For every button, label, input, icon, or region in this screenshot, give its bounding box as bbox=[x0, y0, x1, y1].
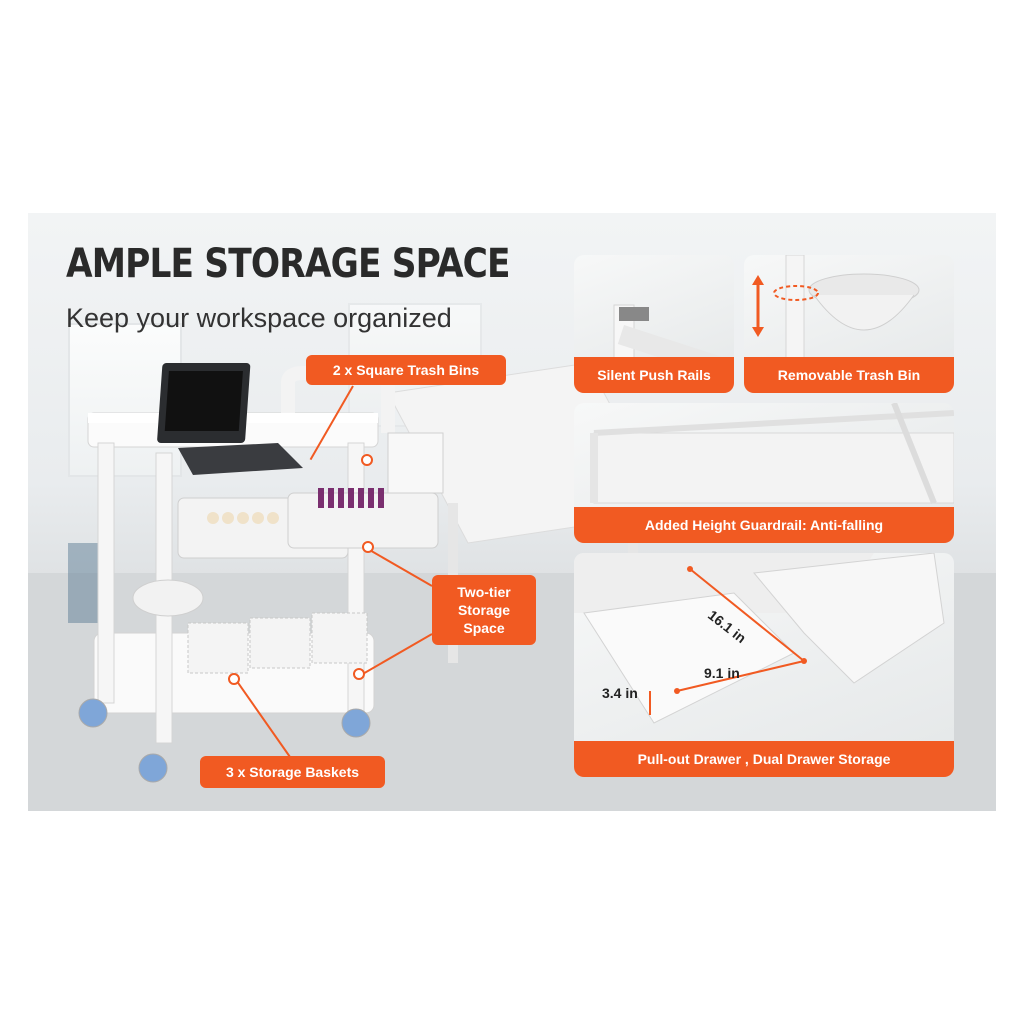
dimension-width: 9.1 in bbox=[704, 665, 740, 681]
hero-banner: AMPLE STORAGE SPACE Keep your workspace … bbox=[28, 213, 996, 811]
page-title: AMPLE STORAGE SPACE bbox=[66, 241, 510, 287]
panel-caption: Added Height Guardrail: Anti-falling bbox=[574, 507, 954, 543]
leader-dot bbox=[228, 673, 240, 685]
dimension-height: 3.4 in bbox=[602, 685, 638, 701]
panel-push-rails: Silent Push Rails bbox=[574, 255, 734, 393]
panel-caption: Pull-out Drawer , Dual Drawer Storage bbox=[574, 741, 954, 777]
panel-caption: Silent Push Rails bbox=[574, 357, 734, 393]
trash-bin-illustration bbox=[752, 255, 920, 366]
callout-baskets: 3 x Storage Baskets bbox=[200, 756, 385, 788]
callout-trash-bins: 2 x Square Trash Bins bbox=[306, 355, 506, 385]
leader-dot bbox=[353, 668, 365, 680]
leader-dot bbox=[362, 541, 374, 553]
drawer-illustration bbox=[574, 553, 945, 724]
page-subtitle: Keep your workspace organized bbox=[66, 303, 452, 333]
leader-dot bbox=[361, 454, 373, 466]
panel-caption: Removable Trash Bin bbox=[744, 357, 954, 393]
guardrail-illustration bbox=[590, 403, 954, 505]
panel-drawer: 16.1 in 9.1 in 3.4 in Pull-out Drawer , … bbox=[574, 553, 954, 777]
callout-two-tier: Two-tier Storage Space bbox=[432, 575, 536, 645]
panel-guardrail: Added Height Guardrail: Anti-falling bbox=[574, 403, 954, 543]
panel-trash-bin: Removable Trash Bin bbox=[744, 255, 954, 393]
